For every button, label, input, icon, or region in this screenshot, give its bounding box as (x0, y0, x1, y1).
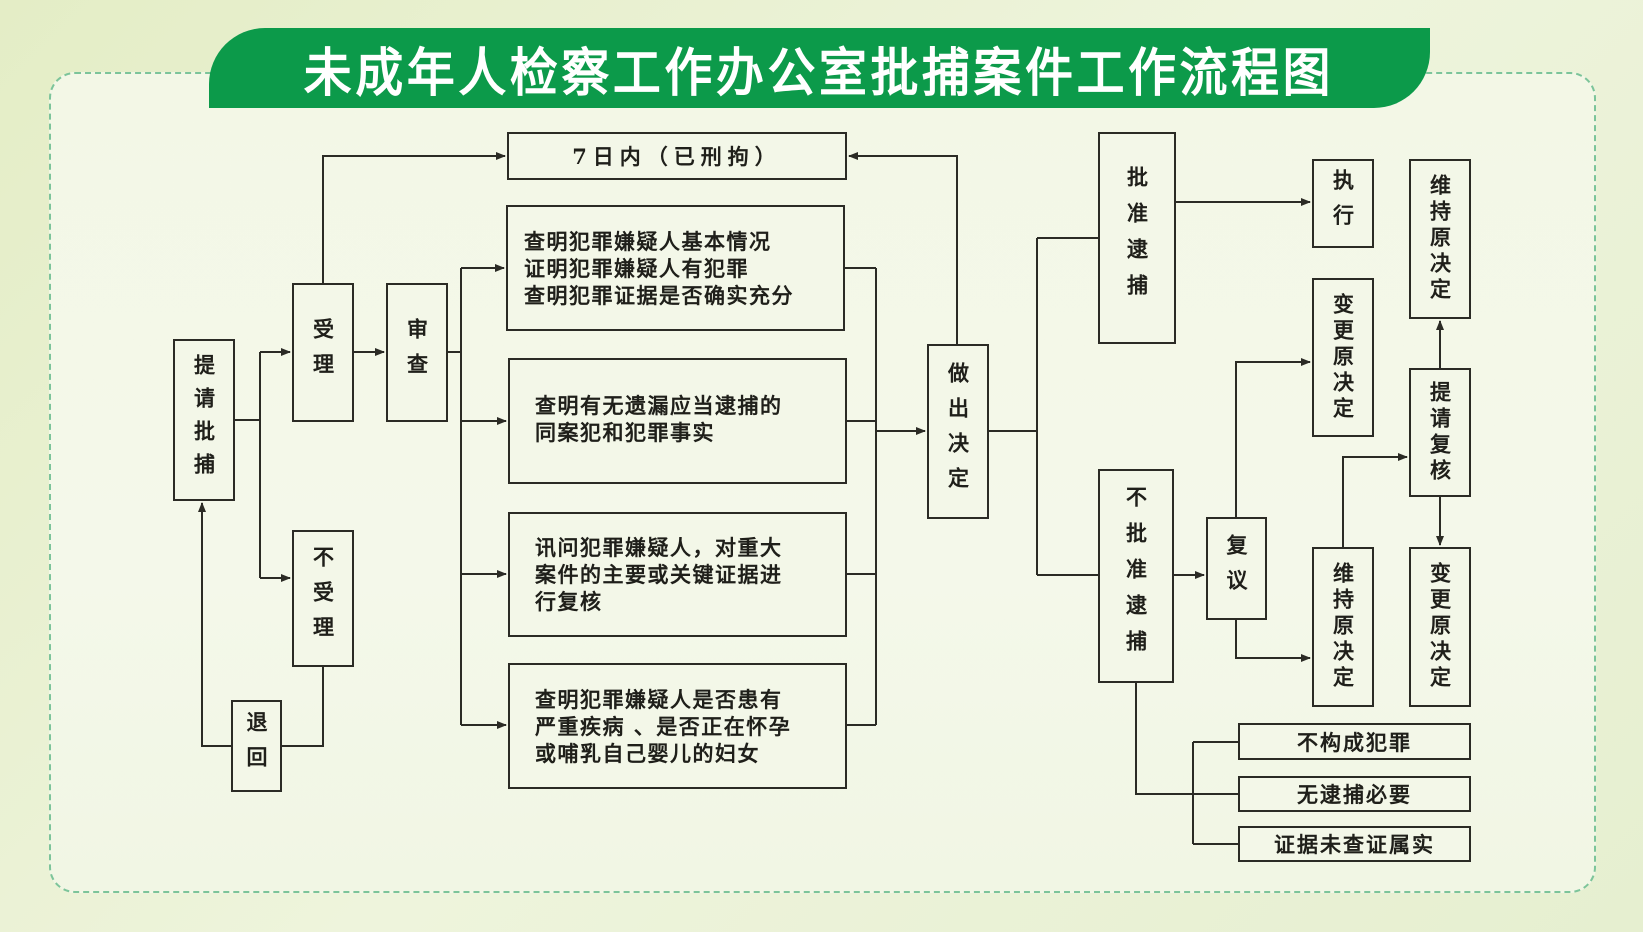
node-maintain-decision-final: 维持原决定 (1409, 159, 1471, 319)
node-label: 提请复核 (1427, 380, 1453, 485)
node-label: 无逮捕必要 (1297, 782, 1412, 807)
node-label: 做出决定 (945, 361, 971, 502)
node-request-arrest: 提请批捕 (173, 339, 235, 501)
node-label: 退回 (244, 711, 269, 781)
connector (1135, 683, 1238, 795)
node-within-7-days: 7日内（已刑拘） (507, 132, 847, 180)
node-decide: 做出决定 (927, 344, 989, 519)
node-change-decision: 变更原决定 (1312, 278, 1374, 437)
node-label: 证据未查证属实 (1274, 832, 1435, 857)
node-label: 提请批捕 (191, 354, 217, 486)
node-disapprove-arrest: 不批准逮捕 (1098, 469, 1174, 683)
node-interrogate: 讯问犯罪嫌疑人，对重大 案件的主要或关键证据进 行复核 (508, 512, 847, 637)
title-banner: 未成年人检察工作办公室批捕案件工作流程图 (209, 28, 1430, 108)
node-label: 不批准逮捕 (1123, 486, 1149, 666)
node-change-decision-final: 变更原决定 (1409, 547, 1471, 707)
node-label: 变更原决定 (1330, 292, 1356, 423)
arrow (1235, 620, 1311, 662)
node-label: 不构成犯罪 (1297, 729, 1412, 755)
reason-evidence-unverified: 证据未查证属实 (1238, 826, 1471, 862)
node-label: 复议 (1224, 533, 1249, 604)
node-label: 执行 (1330, 168, 1356, 239)
node-label: 审查 (404, 317, 430, 388)
node-label: 不受理 (310, 546, 336, 651)
reason-no-crime: 不构成犯罪 (1238, 723, 1471, 760)
node-label: 维持原决定 (1330, 562, 1356, 692)
node-check-accomplices: 查明有无遗漏应当逮捕的 同案犯和犯罪事实 (508, 358, 847, 484)
node-not-accept: 不受理 (292, 530, 354, 667)
arrow (322, 152, 506, 283)
node-review: 审查 (386, 283, 448, 422)
node-request-review: 提请复核 (1409, 368, 1471, 497)
node-label: 批准逮捕 (1124, 166, 1150, 310)
node-reconsider: 复议 (1206, 517, 1267, 620)
connector (282, 667, 324, 747)
arrow (848, 152, 958, 344)
node-return: 退回 (231, 700, 282, 792)
arrow (198, 502, 231, 747)
node-label: 7日内（已刑拘） (572, 144, 782, 169)
arrow (1235, 358, 1311, 517)
node-check-basic-info: 查明犯罪嫌疑人基本情况 证明犯罪嫌疑人有犯罪 查明犯罪证据是否确实充分 (506, 205, 845, 331)
page-title: 未成年人检察工作办公室批捕案件工作流程图 (304, 43, 1335, 104)
node-label: 受理 (310, 317, 336, 388)
node-label: 维持原决定 (1427, 174, 1453, 304)
node-maintain-decision: 维持原决定 (1312, 547, 1374, 707)
node-check-health: 查明犯罪嫌疑人是否患有 严重疾病 、是否正在怀孕 或哺乳自己婴儿的妇女 (508, 663, 847, 789)
node-accept: 受理 (292, 283, 354, 422)
reason-no-necessity: 无逮捕必要 (1238, 776, 1471, 812)
arrow (1342, 453, 1408, 547)
node-approve-arrest: 批准逮捕 (1098, 132, 1176, 344)
node-execute: 执行 (1312, 159, 1374, 248)
node-label: 变更原决定 (1427, 562, 1453, 692)
